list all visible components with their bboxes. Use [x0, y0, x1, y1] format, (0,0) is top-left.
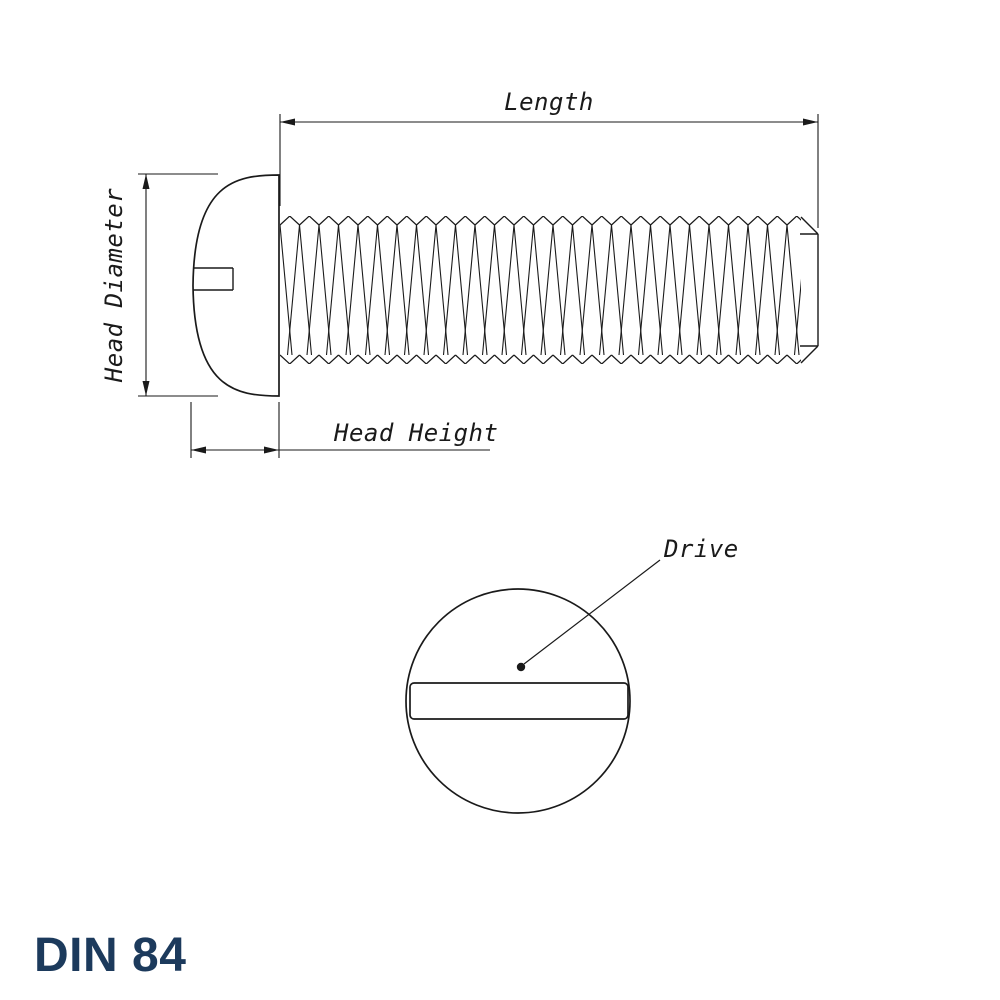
standard-title: DIN 84: [34, 929, 186, 982]
head-slot-side: [193, 267, 234, 291]
screw-head-outline: [192, 174, 280, 397]
drive-label: Drive: [663, 535, 739, 563]
leader-line: [523, 559, 661, 665]
arrowhead-up-icon: [142, 174, 150, 189]
side-view: [192, 174, 819, 397]
arrowhead-down-icon: [142, 381, 150, 396]
front-view: [405, 588, 631, 814]
drive-leader: [516, 559, 661, 672]
dimension-head-diameter: [138, 173, 218, 397]
thread-body: [280, 216, 801, 364]
arrowhead-right-icon: [264, 446, 279, 454]
drive-slot: [409, 682, 629, 720]
arrowhead-left-icon: [280, 118, 295, 126]
dimension-length: [279, 114, 819, 228]
leader-dot-icon: [516, 662, 526, 672]
arrowhead-right-icon: [803, 118, 818, 126]
length-label: Length: [504, 88, 594, 116]
head-diameter-label: Head Diameter: [100, 188, 128, 383]
thread-end-chamfer: [800, 216, 819, 364]
dimension-head-height: [190, 402, 490, 458]
arrowhead-left-icon: [191, 446, 206, 454]
head-height-label: Head Height: [333, 419, 498, 447]
